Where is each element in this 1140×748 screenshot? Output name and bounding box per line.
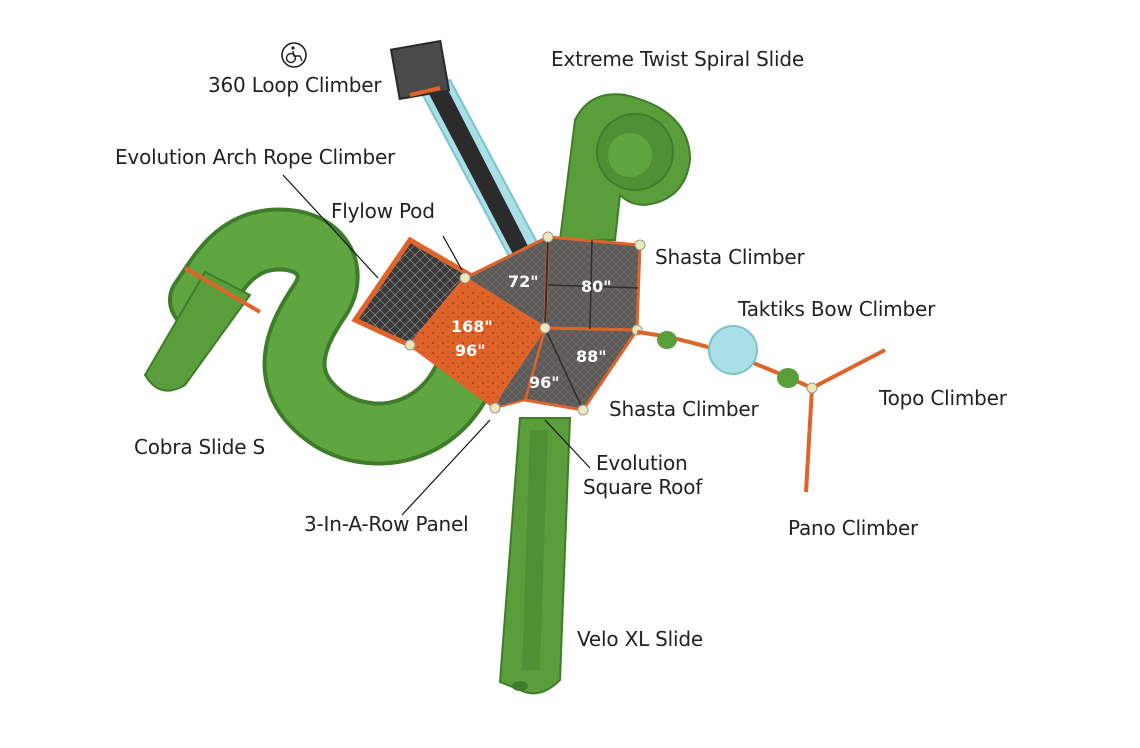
spiral-slide (558, 93, 692, 241)
label-cobra: Cobra Slide S (134, 435, 265, 459)
leader-lines (282, 174, 591, 516)
label-evo-roof-2: Square Roof (583, 475, 703, 499)
dimension-deck-c-bottom: 96" (455, 341, 486, 360)
label-arch-rope: Evolution Arch Rope Climber (115, 145, 396, 169)
velo-xl-slide (498, 417, 572, 695)
label-evo-roof-1: Evolution (596, 451, 687, 475)
label-topo: Topo Climber (878, 386, 1008, 410)
cobra-slide (143, 207, 502, 466)
label-velo: Velo XL Slide (577, 627, 703, 651)
label-shasta-bottom: Shasta Climber (609, 397, 759, 421)
label-taktiks: Taktiks Bow Climber (737, 297, 936, 321)
label-spiral-slide: Extreme Twist Spiral Slide (551, 47, 804, 71)
dimension-deck-e: 96" (529, 373, 560, 392)
wheelchair-icon (281, 42, 307, 68)
label-pano: Pano Climber (788, 516, 919, 540)
dimension-deck-a: 72" (508, 272, 539, 291)
dimension-deck-c-top: 168" (451, 317, 493, 336)
label-three-in-a-row: 3-In-A-Row Panel (304, 512, 468, 536)
dimension-deck-b: 80" (581, 277, 612, 296)
net-climbers (636, 325, 886, 493)
dimension-deck-d: 88" (576, 347, 607, 366)
loop-climber (389, 39, 542, 260)
deck-posts (404, 231, 646, 416)
label-shasta-top: Shasta Climber (655, 245, 805, 269)
label-loop-climber: 360 Loop Climber (208, 73, 382, 97)
label-flylow-pod: Flylow Pod (331, 199, 435, 223)
